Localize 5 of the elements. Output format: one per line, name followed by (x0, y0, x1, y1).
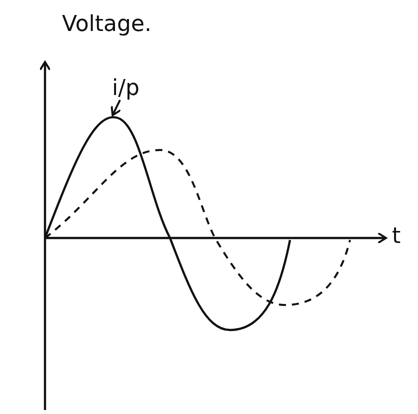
axis-label: t (392, 226, 401, 248)
callout-label: i/p (112, 78, 140, 100)
axis-title: Voltage. (62, 14, 152, 36)
input-waveform (44, 116, 292, 332)
leader-line (110, 100, 122, 116)
